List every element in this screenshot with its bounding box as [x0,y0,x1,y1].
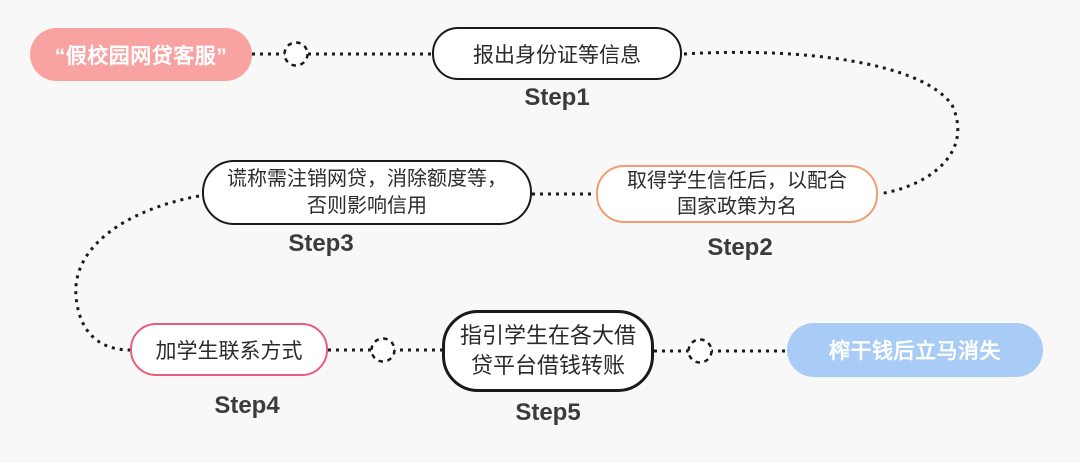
junction-circle-icon [370,337,396,363]
node-step4-add-student-contact: 加学生联系方式 [130,323,328,376]
step1-label: Step1 [524,84,590,111]
node-step2-gain-trust: 取得学生信任后，以配合 国家政策为名 [596,165,878,223]
node-step3-claim-cancel-loan: 谎称需注销网贷，消除额度等， 否则影响信用 [202,160,532,225]
node-vanish-after-draining-money: 榨干钱后立马消失 [787,323,1043,377]
junction-circle-icon [687,338,713,364]
node-step5-guide-borrow-transfer: 指引学生在各大借 贷平台借钱转账 [442,310,654,392]
node-step1-report-id-info: 报出身份证等信息 [432,27,682,80]
step4-label: Step4 [214,392,280,419]
node-fake-customer-service: “假校园网贷客服” [30,28,252,81]
step2-label: Step2 [707,234,773,261]
junction-circle-icon [283,41,309,67]
step3-label: Step3 [288,230,354,257]
step5-label: Step5 [515,399,581,426]
